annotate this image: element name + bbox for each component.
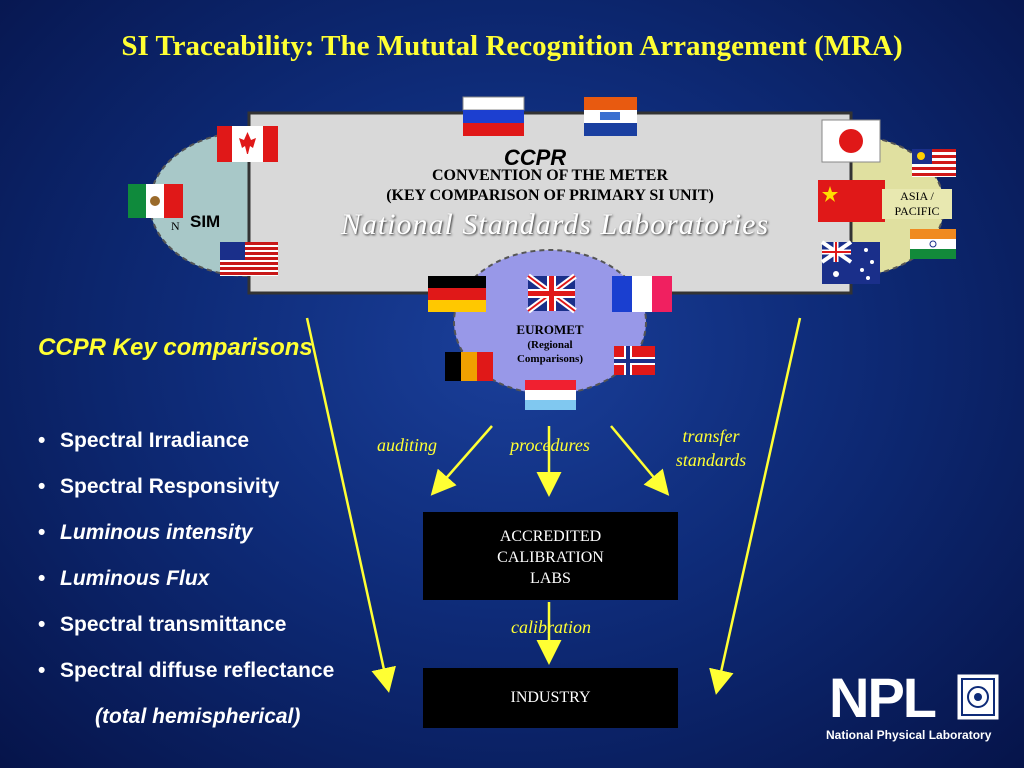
- list-item: • Spectral transmittance: [38, 613, 286, 637]
- bullet: •: [38, 521, 46, 544]
- euromet-sub-2: Comparisons): [516, 353, 583, 365]
- npl-subtitle: National Physical Laboratory: [826, 728, 992, 742]
- norway-flag-icon: [614, 346, 655, 375]
- ccpr-label: CCPR: [503, 145, 567, 170]
- belgium-flag-icon: [445, 352, 493, 381]
- japan-flag-icon: [821, 119, 881, 163]
- page-title: SI Traceability: The Mututal Recognition…: [121, 30, 903, 62]
- convention-line-1: CONVENTION OF THE METER: [431, 167, 669, 184]
- transfer-standards-label: transfer standards: [655, 424, 767, 472]
- accredited-labs-text: ACCREDITED CALIBRATION LABS: [423, 526, 678, 589]
- usa-flag-icon: [220, 242, 278, 276]
- item-text: Spectral Irradiance: [60, 429, 250, 452]
- list-item: • Luminous intensity: [38, 521, 253, 545]
- item-text: Spectral transmittance: [60, 613, 287, 636]
- arrow-ccpr-to-industry-right: [709, 317, 802, 695]
- france-flag-icon: [612, 276, 672, 312]
- asia-pacific-label: ASIA / PACIFIC: [882, 189, 952, 219]
- list-item: • Luminous Flux: [38, 567, 209, 591]
- australia-flag-icon: [820, 240, 880, 284]
- npl-crest-icon: [957, 674, 999, 720]
- arrow-ccpr-to-industry-left: [305, 317, 396, 693]
- transfer-line-1: transfer: [682, 426, 740, 446]
- euromet-sub-1: (Regional: [527, 339, 573, 351]
- sim-label: SIM: [190, 212, 221, 231]
- bullet: •: [38, 567, 46, 590]
- bullet: •: [38, 475, 46, 498]
- mexico-flag-icon: [128, 184, 183, 218]
- asia-line-2: PACIFIC: [894, 204, 940, 218]
- luxembourg-flag-icon: [525, 380, 576, 410]
- flag-orange-white-blue-icon: [584, 97, 637, 136]
- industry-text: INDUSTRY: [510, 689, 591, 706]
- auditing-label: auditing: [376, 435, 437, 455]
- germany-flag-icon: [428, 276, 486, 312]
- uk-flag-icon: [526, 273, 577, 314]
- bullet: •: [38, 429, 46, 452]
- bullet: •: [38, 613, 46, 636]
- euromet-title: EUROMET: [516, 322, 584, 337]
- arrow-transfer-standards: [610, 425, 670, 496]
- india-flag-icon: [910, 229, 956, 259]
- euromet-label: EUROMET (Regional Comparisons): [495, 322, 605, 366]
- canada-flag-icon: [217, 126, 278, 162]
- list-item: • Spectral diffuse reflectance: [38, 659, 334, 683]
- npl-logo: NPL: [829, 666, 937, 729]
- item-text: Spectral diffuse reflectance: [60, 659, 335, 682]
- asia-line-1: ASIA /: [900, 189, 934, 203]
- labs-line-2: CALIBRATION: [497, 549, 604, 566]
- key-comparisons-note: (total hemispherical): [95, 705, 301, 728]
- sim-partial-label: N: [171, 219, 180, 233]
- industry-box: [423, 668, 678, 728]
- labs-line-3: LABS: [530, 570, 571, 587]
- list-item: • Spectral Responsivity: [38, 475, 279, 499]
- procedures-label: procedures: [510, 435, 590, 455]
- item-text: Luminous Flux: [60, 567, 210, 590]
- transfer-line-2: standards: [675, 450, 747, 470]
- nsl-label: National Standards Laboratories: [340, 208, 770, 241]
- china-flag-icon: [818, 180, 885, 222]
- item-text: Luminous intensity: [60, 521, 253, 544]
- convention-line-2: (KEY COMPARISON OF PRIMARY SI UNIT): [386, 187, 714, 204]
- bullet: •: [38, 659, 46, 682]
- labs-line-1: ACCREDITED: [499, 528, 602, 545]
- euromet-region: [453, 249, 647, 395]
- item-text: Spectral Responsivity: [60, 475, 280, 498]
- list-item: • Spectral Irradiance: [38, 429, 249, 453]
- malaysia-flag-icon: [912, 149, 956, 177]
- calibration-label: calibration: [511, 617, 591, 637]
- key-comparisons-heading: CCPR Key comparisons: [38, 334, 313, 361]
- arrow-auditing: [430, 425, 493, 496]
- russia-flag-icon: [462, 96, 525, 136]
